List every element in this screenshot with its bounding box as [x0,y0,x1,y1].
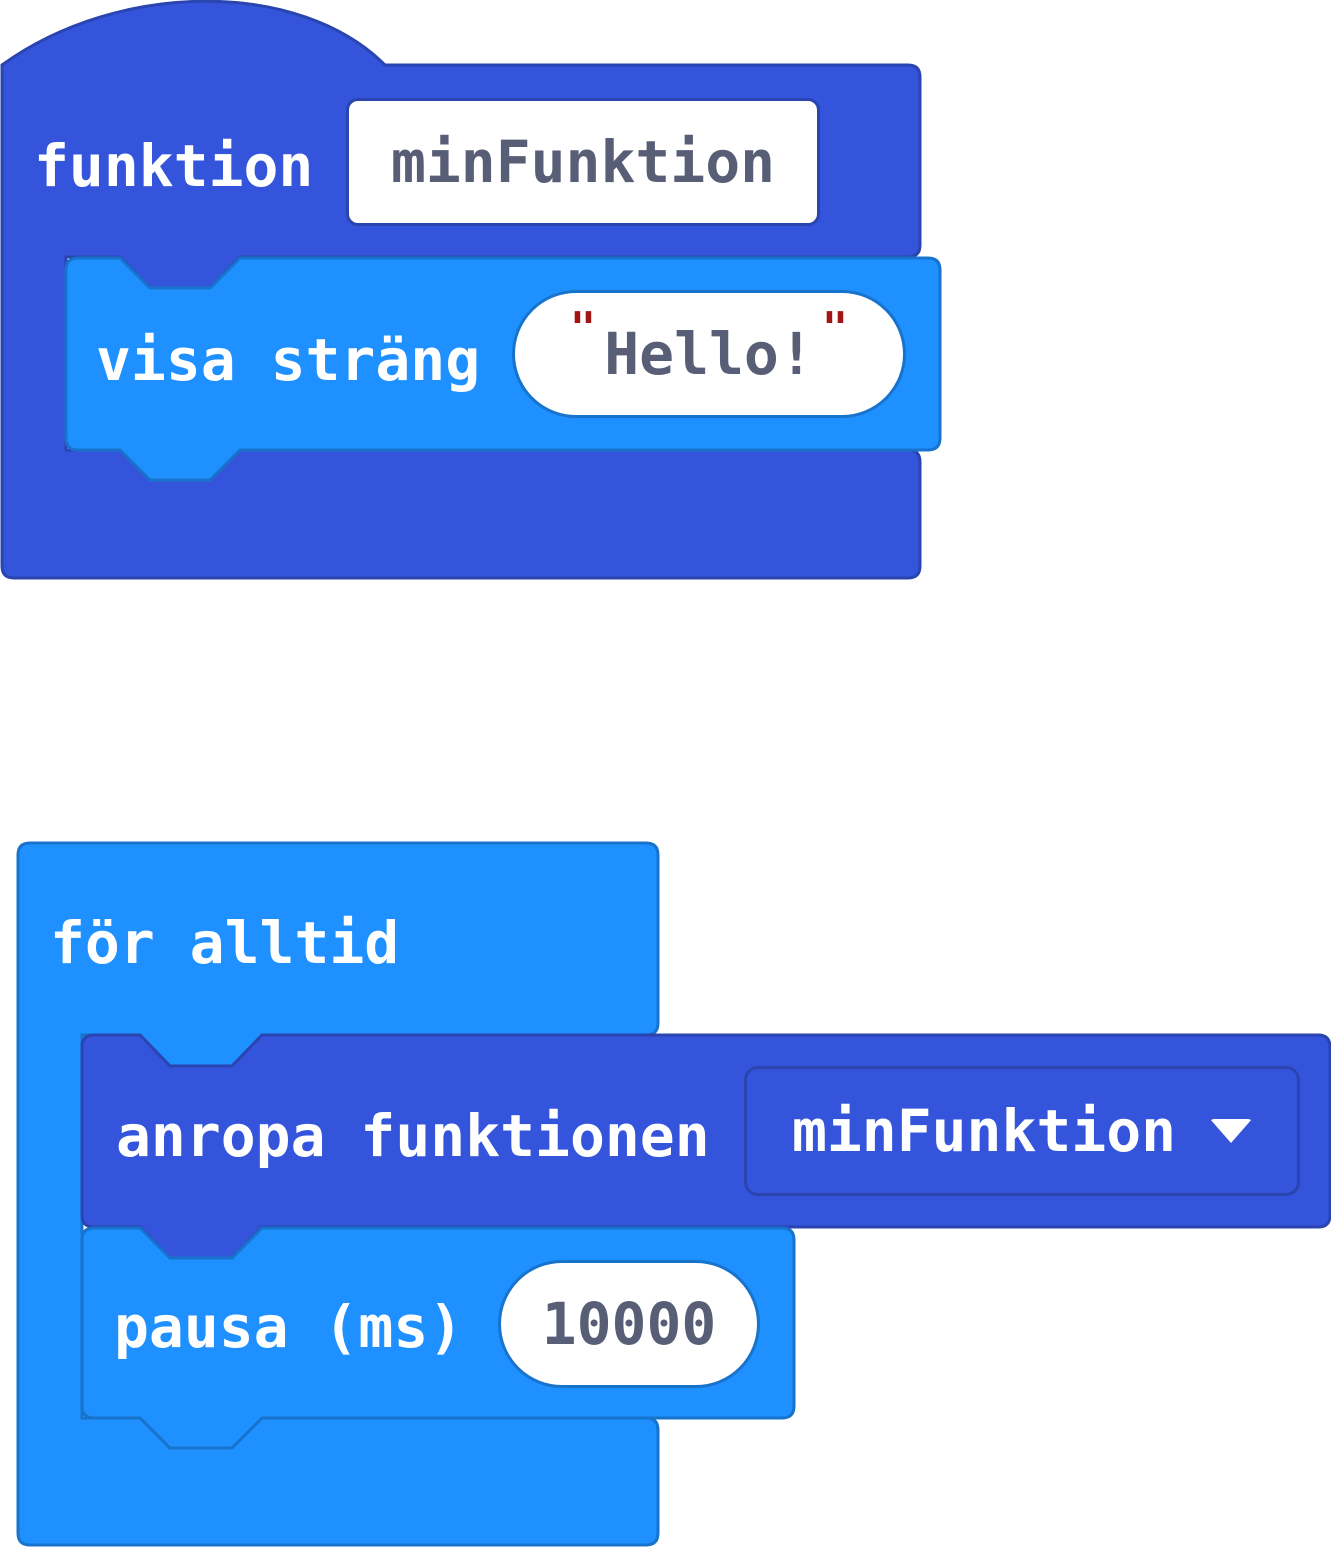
function-name-field[interactable]: minFunktion [346,98,820,226]
call-function-label: anropa funktionen [116,1102,710,1170]
function-name-text: minFunktion [390,128,776,196]
pause-duration-text: 10000 [541,1290,717,1358]
selected-function-text: minFunktion [791,1097,1177,1165]
show-string-label: visa sträng [96,326,481,394]
forever-label: för alltid [50,909,400,977]
string-value-field[interactable]: " Hello! " [512,290,906,418]
string-value-text: Hello! [604,320,814,388]
function-keyword-label: funktion [34,132,314,200]
close-quote-mark: " [821,303,849,354]
pause-duration-field[interactable]: 10000 [498,1260,760,1388]
forever-block[interactable] [16,841,660,1547]
pause-label: pausa (ms) [114,1293,464,1361]
function-select-dropdown[interactable]: minFunktion [744,1066,1300,1196]
caret-down-icon[interactable] [1210,1119,1253,1143]
open-quote-mark: " [569,303,597,354]
